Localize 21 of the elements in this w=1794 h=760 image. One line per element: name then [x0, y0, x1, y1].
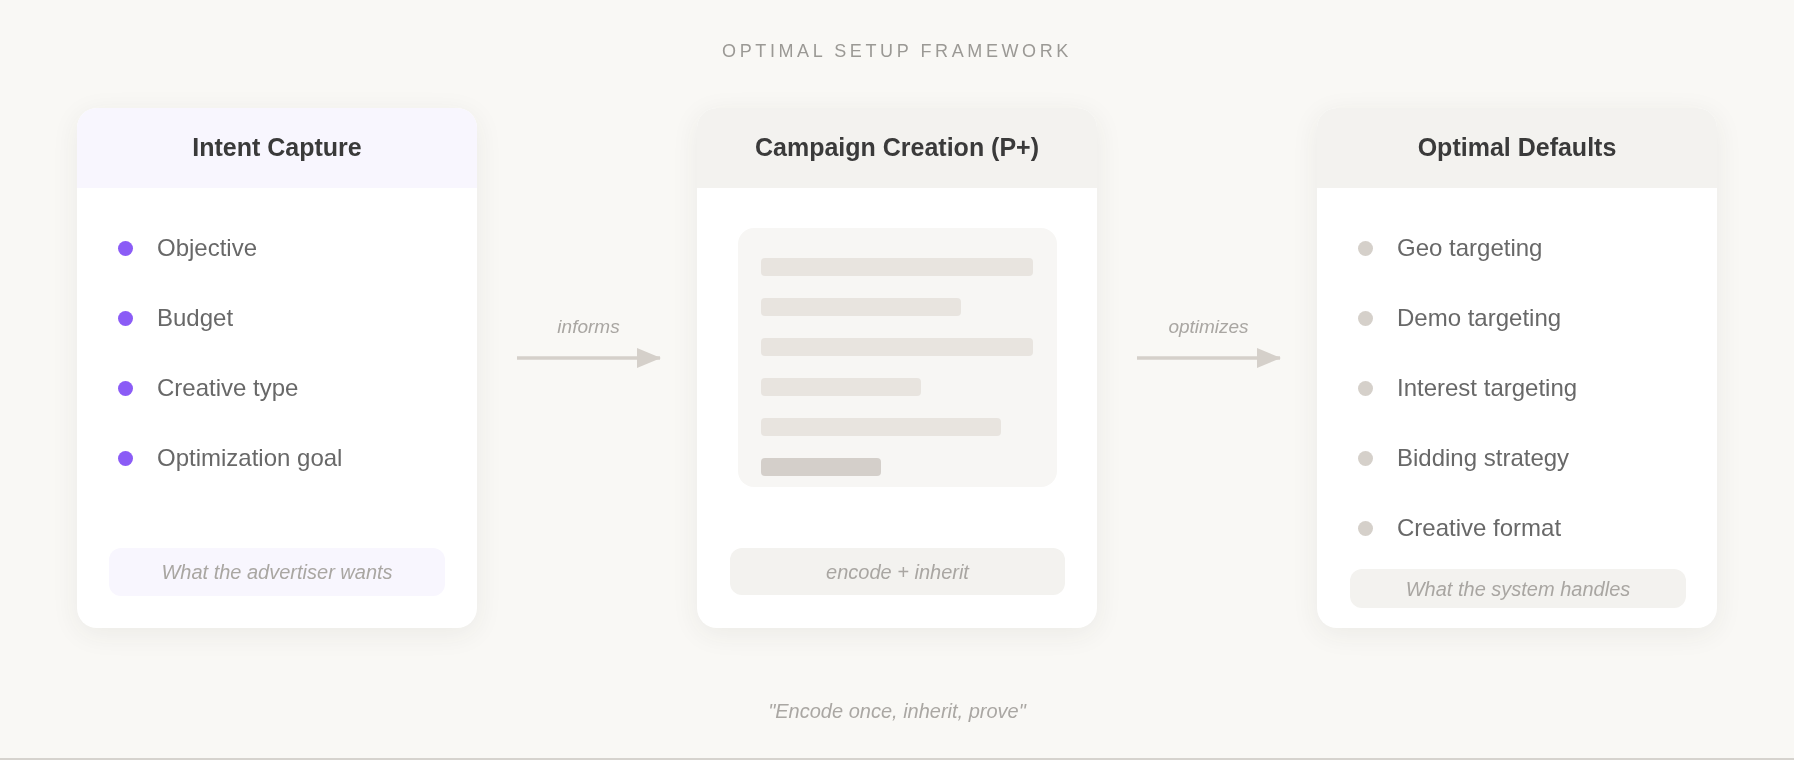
- arrow: [1137, 348, 1281, 368]
- list-item: Interest targeting: [1397, 373, 1578, 403]
- card-title: Intent Capture: [192, 132, 362, 164]
- process-card: [77, 108, 477, 628]
- list-item: Creative format: [1397, 513, 1562, 543]
- list-item: Geo targeting: [1397, 233, 1543, 263]
- summary-tag: encode + inherit: [730, 548, 1065, 595]
- summary-tag: What the advertiser wants: [109, 548, 445, 596]
- list-item: Creative type: [157, 373, 299, 403]
- list-item: Optimization goal: [157, 443, 343, 473]
- list-item: Bidding strategy: [1397, 443, 1570, 473]
- card-title: Campaign Creation (P+): [754, 132, 1040, 164]
- list-item: Objective: [157, 233, 258, 263]
- diagram-caption: "Encode once, inherit, prove": [768, 699, 1026, 724]
- process-card: [1317, 108, 1717, 628]
- list-item: Budget: [157, 303, 234, 333]
- summary-tag: What the system handles: [1350, 569, 1686, 608]
- diagram-title: OPTIMAL SETUP FRAMEWORK: [722, 40, 1072, 63]
- card-title: Optimal Defaults: [1417, 132, 1617, 164]
- arrow: [517, 348, 661, 368]
- list-item: Demo targeting: [1397, 303, 1562, 333]
